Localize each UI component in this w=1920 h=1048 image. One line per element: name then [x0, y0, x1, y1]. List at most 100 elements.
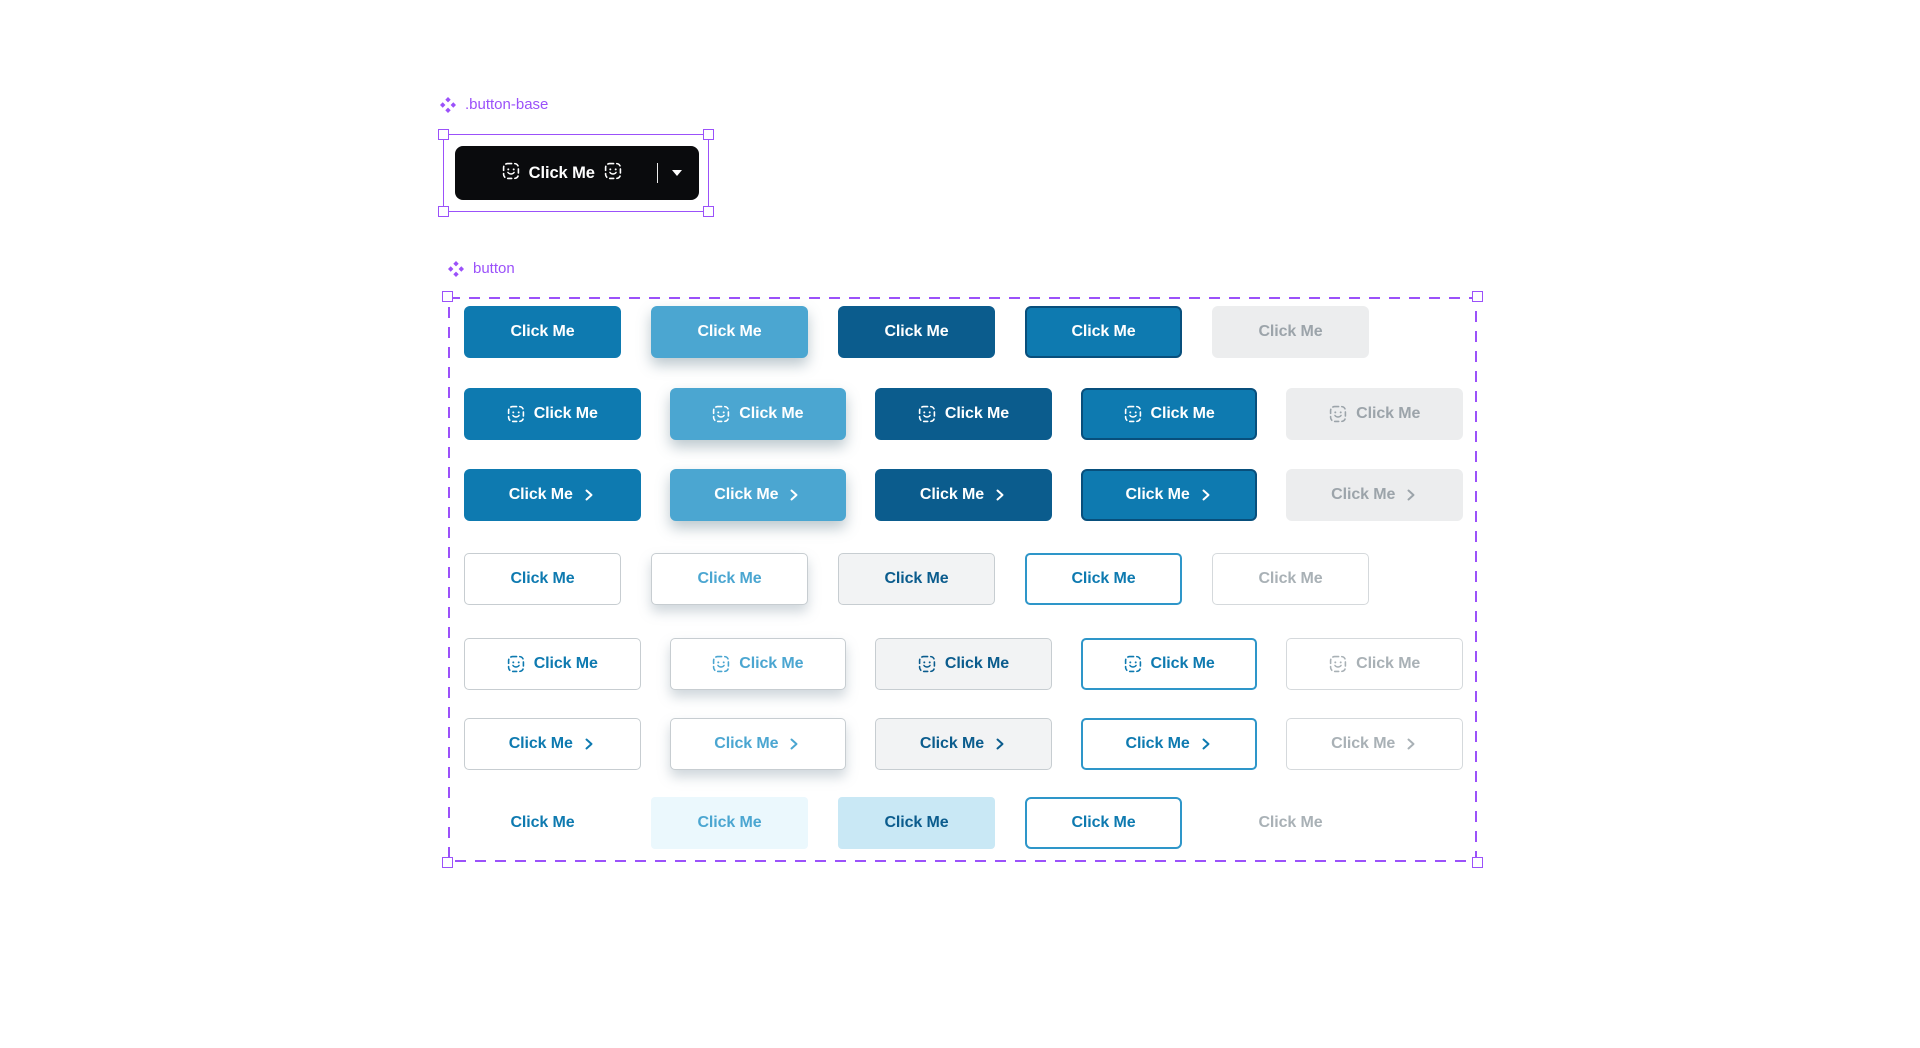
- button-content: Click Me: [471, 162, 653, 185]
- resize-handle-top-right[interactable]: [703, 129, 714, 140]
- button-solid-chevron-focus[interactable]: Click Me: [1080, 469, 1258, 521]
- button-outline-chevron-active[interactable]: Click Me: [875, 718, 1052, 770]
- button-outline-focus[interactable]: Click Me: [1025, 553, 1182, 605]
- button-outline-hover[interactable]: Click Me: [651, 553, 808, 605]
- button-label: Click Me: [739, 405, 804, 422]
- button-outline-chevron-disabled[interactable]: Click Me: [1286, 718, 1463, 770]
- button-label: Click Me: [528, 163, 595, 182]
- button-label: Click Me: [1125, 486, 1190, 503]
- button-row-ghost: Click Me Click Me Click Me Click Me Click Me: [464, 797, 1463, 849]
- button-label: Click Me: [944, 655, 1009, 672]
- button-row-solid-icon: Click Me Click Me Click Me Click Me Click Me: [464, 388, 1464, 440]
- button-solid-active[interactable]: Click Me: [838, 306, 995, 358]
- button-solid-focus[interactable]: Click Me: [1025, 306, 1182, 358]
- component-set-icon: [448, 260, 464, 277]
- chevron-right-icon: [582, 488, 596, 502]
- button-solid-chevron-hover[interactable]: Click Me: [669, 469, 847, 521]
- button-solid-chevron-active[interactable]: Click Me: [875, 469, 1052, 521]
- button-label: Click Me: [510, 814, 575, 831]
- button-outline-chevron-default[interactable]: Click Me: [464, 718, 641, 770]
- caret-down-icon[interactable]: [671, 164, 683, 182]
- button-label: Click Me: [508, 735, 573, 752]
- button-solid-disabled[interactable]: Click Me: [1212, 306, 1369, 358]
- button-ghost-disabled[interactable]: Click Me: [1212, 797, 1369, 849]
- button-label: Click Me: [697, 570, 762, 587]
- button-label: Click Me: [533, 405, 598, 422]
- resize-handle-top-right[interactable]: [1472, 291, 1483, 302]
- instance-placeholder-icon: [918, 655, 936, 673]
- button-outline-chevron-hover[interactable]: Click Me: [669, 718, 847, 770]
- chevron-right-icon: [1404, 737, 1418, 751]
- button-solid-hover[interactable]: Click Me: [651, 306, 808, 358]
- resize-handle-top-left[interactable]: [442, 291, 453, 302]
- component-set-icon: [440, 96, 456, 113]
- component-name: button: [473, 260, 515, 277]
- chevron-right-icon: [787, 737, 801, 751]
- button-solid-icon-disabled[interactable]: Click Me: [1286, 388, 1464, 440]
- button-solid-icon-default[interactable]: Click Me: [464, 388, 641, 440]
- button-ghost-hover[interactable]: Click Me: [651, 797, 808, 849]
- button-row-outline-icon: Click Me Click Me Click Me Click Me Click Me: [464, 638, 1463, 690]
- instance-placeholder-icon: [507, 655, 525, 673]
- button-label: Click Me: [884, 323, 949, 340]
- button-label: Click Me: [510, 323, 575, 340]
- button-ghost-active[interactable]: Click Me: [838, 797, 995, 849]
- button-outline-icon-default[interactable]: Click Me: [464, 638, 641, 690]
- button-label: Click Me: [944, 405, 1009, 422]
- button-label: Click Me: [1258, 570, 1323, 587]
- button-row-outline: Click Me Click Me Click Me Click Me Click Me: [464, 553, 1463, 605]
- button-label: Click Me: [1071, 814, 1136, 831]
- button-solid-chevron-default[interactable]: Click Me: [464, 469, 641, 521]
- chevron-right-icon: [787, 488, 801, 502]
- button-ghost-default[interactable]: Click Me: [464, 797, 621, 849]
- chevron-right-icon: [1199, 737, 1213, 751]
- button-outline-icon-disabled[interactable]: Click Me: [1286, 638, 1463, 690]
- button-base-button[interactable]: Click Me: [455, 146, 699, 200]
- button-outline-disabled[interactable]: Click Me: [1212, 553, 1369, 605]
- resize-handle-top-left[interactable]: [438, 129, 449, 140]
- button-divider: [656, 163, 658, 183]
- button-solid-chevron-disabled[interactable]: Click Me: [1286, 469, 1464, 521]
- instance-placeholder-icon: [712, 405, 730, 423]
- button-solid-icon-focus[interactable]: Click Me: [1080, 388, 1258, 440]
- button-solid-icon-hover[interactable]: Click Me: [669, 388, 847, 440]
- button-label: Click Me: [1258, 814, 1323, 831]
- button-label: Click Me: [697, 814, 762, 831]
- button-label: Click Me: [1125, 735, 1190, 752]
- resize-handle-bottom-left[interactable]: [438, 206, 449, 217]
- chevron-right-icon: [993, 488, 1007, 502]
- instance-placeholder-icon: [604, 162, 622, 185]
- chevron-right-icon: [1199, 488, 1213, 502]
- button-outline-default[interactable]: Click Me: [464, 553, 621, 605]
- button-row-solid-chevron: Click Me Click Me Click Me Click Me Click Me: [464, 469, 1464, 521]
- button-label: Click Me: [1356, 655, 1421, 672]
- button-outline-icon-active[interactable]: Click Me: [875, 638, 1052, 690]
- button-label: Click Me: [884, 570, 949, 587]
- component-name: .button-base: [465, 96, 549, 113]
- resize-handle-bottom-right[interactable]: [703, 206, 714, 217]
- button-label: Click Me: [1356, 405, 1421, 422]
- instance-placeholder-icon: [918, 405, 936, 423]
- button-label: Click Me: [1331, 486, 1396, 503]
- instance-placeholder-icon: [1329, 655, 1347, 673]
- button-set-label[interactable]: button: [448, 260, 515, 277]
- button-label: Click Me: [697, 323, 762, 340]
- button-solid-default[interactable]: Click Me: [464, 306, 621, 358]
- resize-handle-bottom-left[interactable]: [442, 857, 453, 868]
- button-outline-active[interactable]: Click Me: [838, 553, 995, 605]
- button-label: Click Me: [1331, 735, 1396, 752]
- button-solid-icon-active[interactable]: Click Me: [875, 388, 1052, 440]
- button-ghost-focus[interactable]: Click Me: [1025, 797, 1182, 849]
- selection-frame: Click Me: [438, 129, 714, 217]
- button-outline-chevron-focus[interactable]: Click Me: [1080, 718, 1258, 770]
- resize-handle-bottom-right[interactable]: [1472, 857, 1483, 868]
- button-label: Click Me: [1071, 570, 1136, 587]
- button-label: Click Me: [1258, 323, 1323, 340]
- button-outline-icon-focus[interactable]: Click Me: [1080, 638, 1258, 690]
- button-row-outline-chevron: Click Me Click Me Click Me Click Me Click Me: [464, 718, 1463, 770]
- button-label: Click Me: [510, 570, 575, 587]
- button-outline-icon-hover[interactable]: Click Me: [669, 638, 847, 690]
- button-base-component-label[interactable]: .button-base: [440, 96, 548, 113]
- chevron-right-icon: [993, 737, 1007, 751]
